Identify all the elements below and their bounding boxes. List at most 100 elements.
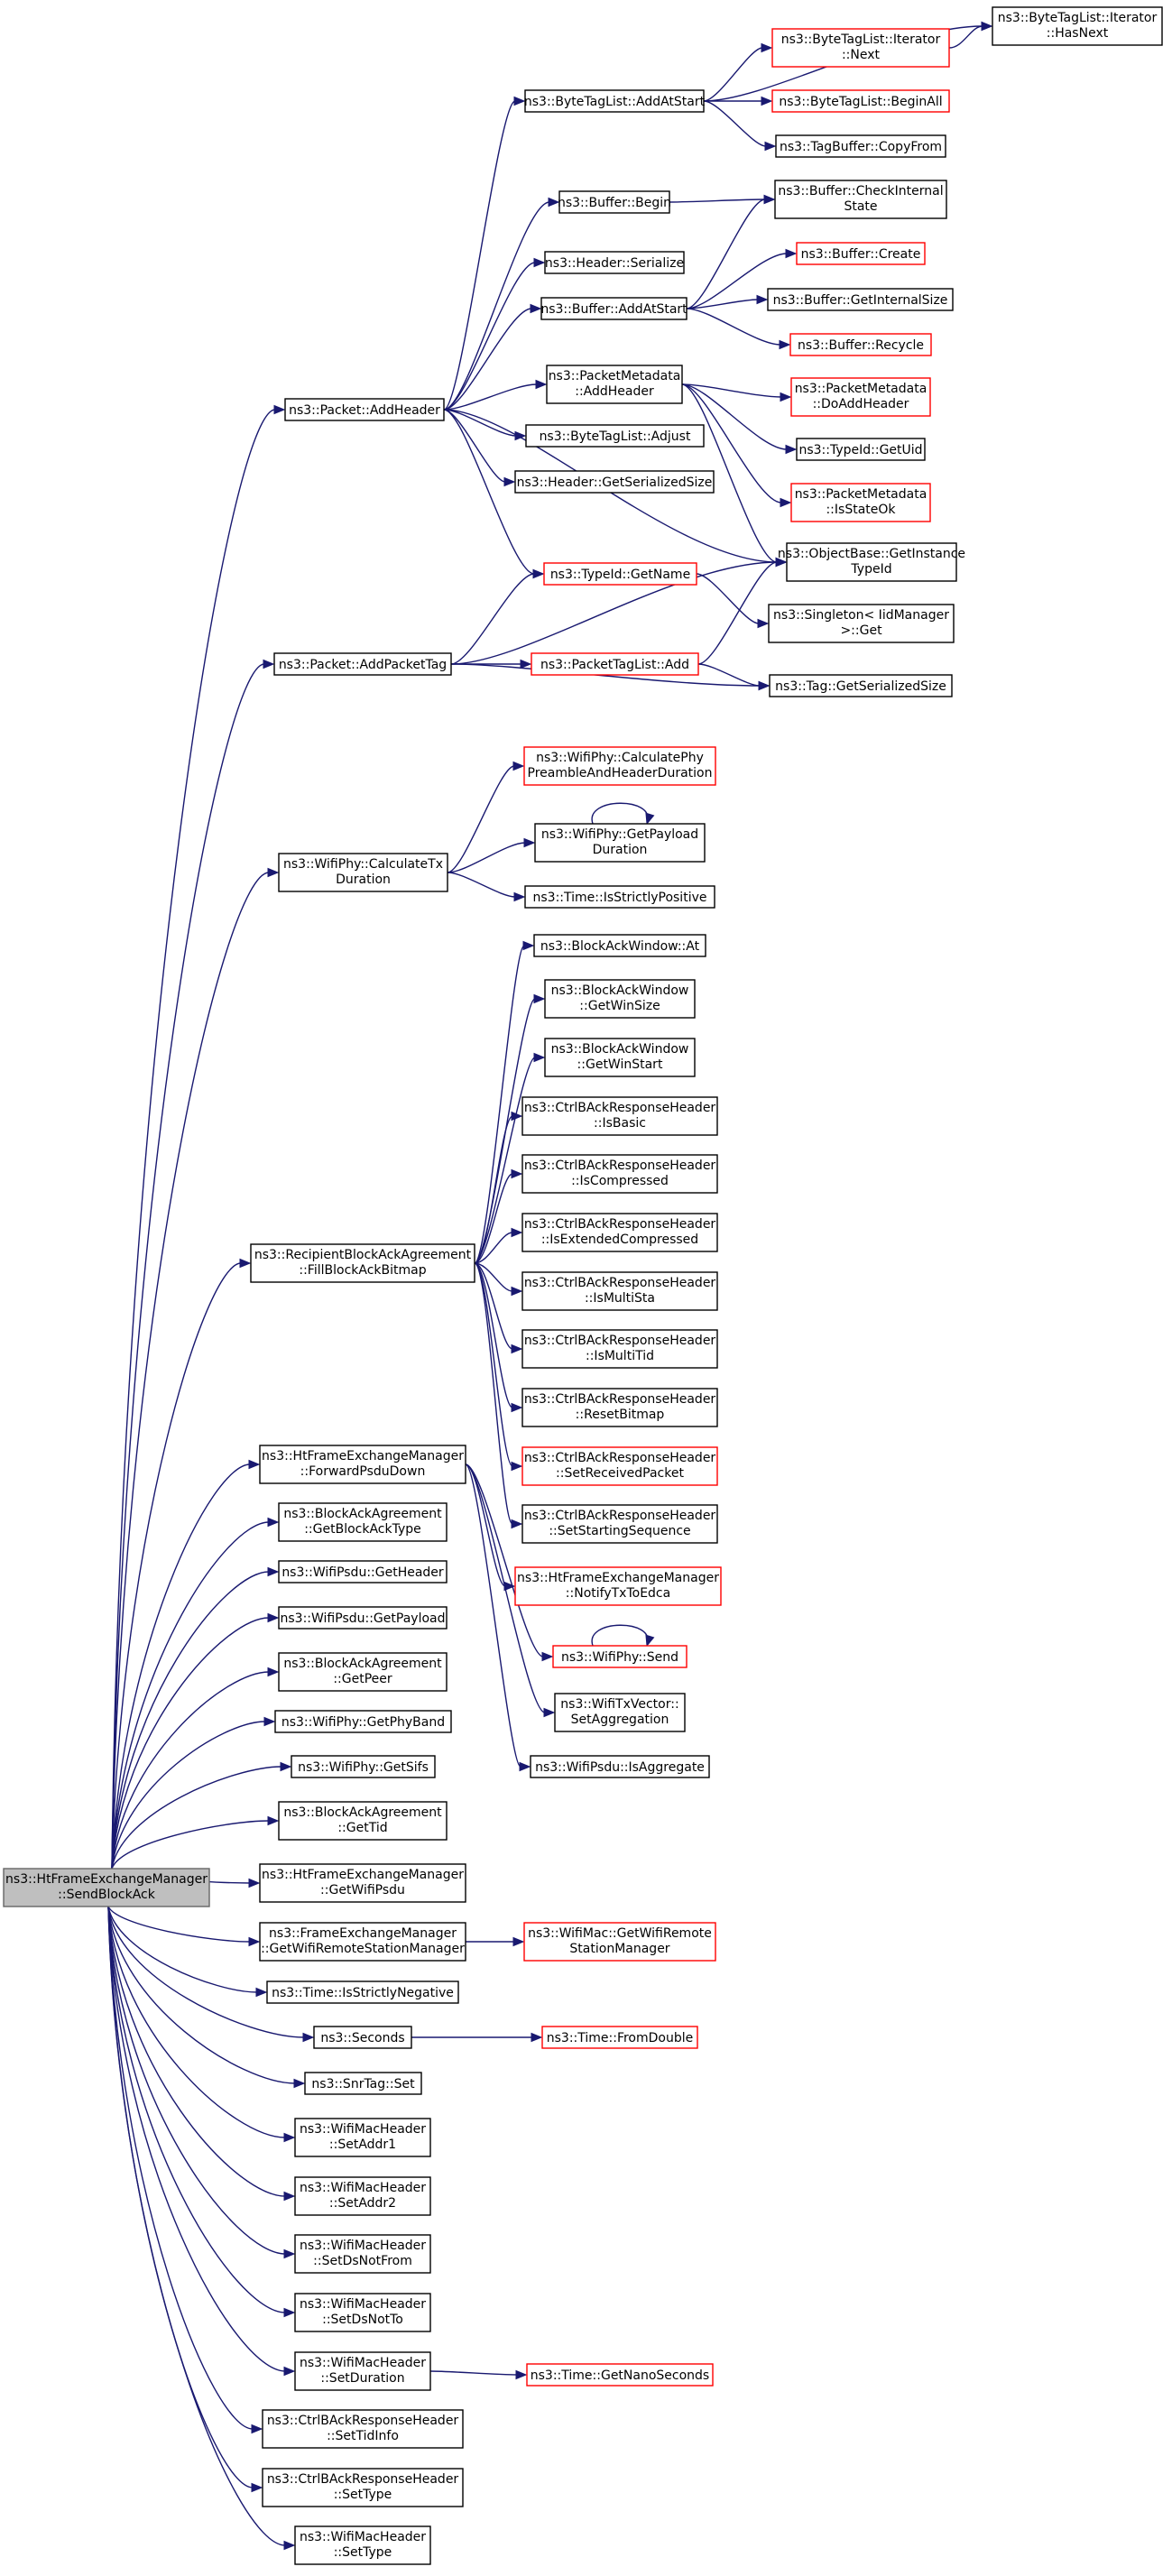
edge-arrowhead	[511, 1111, 523, 1122]
node-label: ns3::Buffer::AddAtStart	[540, 302, 688, 317]
node-iterNext[interactable]: ns3::ByteTagList::Iterator::Next	[771, 28, 950, 68]
node-label: ns3::Seconds	[320, 2031, 404, 2045]
node-bawAt[interactable]: ns3::BlockAckWindow::At	[533, 934, 706, 957]
node-isStrictlyPos[interactable]: ns3::Time::IsStrictlyPositive	[524, 885, 715, 909]
node-addPacketTag[interactable]: ns3::Packet::AddPacketTag	[273, 652, 452, 676]
edge-root-to-getSifs	[111, 1761, 292, 1870]
node-macGetRsm[interactable]: ns3::WifiMac::GetWifiRemoteStationManage…	[523, 1922, 716, 1962]
node-ptlAdd[interactable]: ns3::PacketTagList::Add	[531, 652, 699, 676]
node-label: ::SetStartingSequence	[549, 1524, 690, 1538]
node-box	[774, 180, 947, 219]
node-bawWinStart[interactable]: ns3::BlockAckWindow::GetWinStart	[544, 1038, 696, 1077]
node-box	[278, 1801, 448, 1841]
node-setTidInfo[interactable]: ns3::CtrlBAckResponseHeader::SetTidInfo	[262, 2409, 464, 2449]
node-cbResetBitmap[interactable]: ns3::CtrlBAckResponseHeader::ResetBitmap	[521, 1388, 718, 1427]
node-getBlockAckType[interactable]: ns3::BlockAckAgreement::GetBlockAckType	[278, 1502, 448, 1542]
node-cbSetRecvPacket[interactable]: ns3::CtrlBAckResponseHeader::SetReceived…	[521, 1446, 718, 1486]
edge-line	[111, 1571, 270, 1870]
node-btlBeginAll[interactable]: ns3::ByteTagList::BeginAll	[771, 89, 950, 113]
node-box	[769, 674, 953, 697]
node-label: ns3::CtrlBAckResponseHeader	[524, 1217, 716, 1232]
edge-line	[696, 573, 760, 624]
node-box	[771, 28, 950, 68]
node-getRsm[interactable]: ns3::FrameExchangeManager::GetWifiRemote…	[259, 1922, 466, 1962]
node-tagGetSerSize[interactable]: ns3::Tag::GetSerializedSize	[769, 674, 953, 697]
node-calcPreamble[interactable]: ns3::WifiPhy::CalculatePhyPreambleAndHea…	[523, 746, 716, 786]
node-hdrGetSerSize[interactable]: ns3::Header::GetSerializedSize	[514, 470, 715, 494]
node-setDsNotFrom[interactable]: ns3::WifiMacHeader::SetDsNotFrom	[294, 2234, 431, 2274]
node-psduIsAgg[interactable]: ns3::WifiPsdu::IsAggregate	[530, 1755, 710, 1778]
edge-line	[107, 1906, 286, 2546]
node-singletonGet[interactable]: ns3::Singleton< IidManager>::Get	[768, 604, 955, 643]
node-timeFromDouble[interactable]: ns3::Time::FromDouble	[541, 2026, 698, 2049]
node-seconds[interactable]: ns3::Seconds	[313, 2026, 412, 2049]
node-box	[771, 89, 950, 113]
node-cbIsMultiSta[interactable]: ns3::CtrlBAckResponseHeader::IsMultiSta	[521, 1271, 718, 1311]
node-getWifiPsdu[interactable]: ns3::HtFrameExchangeManager::GetWifiPsdu	[259, 1863, 466, 1903]
node-label: ns3::HtFrameExchangeManager	[5, 1872, 208, 1887]
node-psduGetPayload[interactable]: ns3::WifiPsdu::GetPayload	[278, 1606, 448, 1630]
node-label: ::SetType	[334, 2545, 392, 2560]
node-snrTagSet[interactable]: ns3::SnrTag::Set	[304, 2072, 422, 2095]
node-cbIsMultiTid[interactable]: ns3::CtrlBAckResponseHeader::IsMultiTid	[521, 1329, 718, 1369]
edge-arrowhead	[511, 1402, 523, 1413]
node-getPhyBand[interactable]: ns3::WifiPhy::GetPhyBand	[274, 1710, 452, 1733]
node-iterHasNext[interactable]: ns3::ByteTagList::Iterator::HasNext	[992, 6, 1163, 46]
edge-arrowhead	[763, 194, 776, 205]
node-ctrlSetType[interactable]: ns3::CtrlBAckResponseHeader::SetType	[262, 2468, 464, 2507]
node-getPeer[interactable]: ns3::BlockAckAgreement::GetPeer	[278, 1652, 448, 1692]
node-bufBegin[interactable]: ns3::Buffer::Begin	[558, 190, 671, 214]
node-getTid[interactable]: ns3::BlockAckAgreement::GetTid	[278, 1801, 448, 1841]
node-forwardPsdu[interactable]: ns3::HtFrameExchangeManager::ForwardPsdu…	[259, 1445, 466, 1484]
node-addHeader[interactable]: ns3::Packet::AddHeader	[284, 398, 445, 421]
node-bufRecycle[interactable]: ns3::Buffer::Recycle	[789, 333, 932, 356]
node-bufCreate[interactable]: ns3::Buffer::Create	[796, 242, 926, 265]
node-btlAddAtStart[interactable]: ns3::ByteTagList::AddAtStart	[524, 89, 706, 113]
node-pmDoAddHeader[interactable]: ns3::PacketMetadata::DoAddHeader	[790, 377, 931, 417]
node-fillBitmap[interactable]: ns3::RecipientBlockAckAgreement::FillBlo…	[250, 1243, 475, 1283]
node-timeGetNano[interactable]: ns3::Time::GetNanoSeconds	[526, 2363, 714, 2387]
node-tagBufCopyFrom[interactable]: ns3::TagBuffer::CopyFrom	[775, 134, 946, 158]
edge-addHeader-to-btlAddAtStart	[443, 96, 526, 411]
node-macSetType[interactable]: ns3::WifiMacHeader::SetType	[294, 2525, 431, 2565]
node-setAddr2[interactable]: ns3::WifiMacHeader::SetAddr2	[294, 2176, 431, 2216]
node-label: ns3::WifiMacHeader	[300, 2356, 426, 2370]
node-getSifs[interactable]: ns3::WifiPhy::GetSifs	[291, 1755, 436, 1778]
edge-fillBitmap-to-cbSetRecvPacket	[474, 1262, 523, 1472]
edge-arrowhead	[267, 1517, 280, 1528]
node-typeIdGetUid[interactable]: ns3::TypeId::GetUid	[796, 438, 926, 461]
node-bufGetInternalSize[interactable]: ns3::Buffer::GetInternalSize	[767, 288, 954, 311]
node-label: ns3::PacketTagList::Add	[540, 658, 689, 672]
node-cbIsExtComp[interactable]: ns3::CtrlBAckResponseHeader::IsExtendedC…	[521, 1213, 718, 1252]
node-btlAdjust[interactable]: ns3::ByteTagList::Adjust	[525, 424, 705, 448]
node-typeIdGetName[interactable]: ns3::TypeId::GetName	[543, 562, 697, 586]
node-pmAddHeader[interactable]: ns3::PacketMetadata::AddHeader	[546, 365, 683, 404]
node-root[interactable]: ns3::HtFrameExchangeManager::SendBlockAc…	[3, 1868, 210, 1907]
node-isStrictlyNeg[interactable]: ns3::Time::IsStrictlyNegative	[266, 1980, 459, 2004]
node-bawWinSize[interactable]: ns3::BlockAckWindow::GetWinSize	[544, 979, 696, 1019]
node-setDuration[interactable]: ns3::WifiMacHeader::SetDuration	[294, 2351, 431, 2391]
node-cbIsBasic[interactable]: ns3::CtrlBAckResponseHeader::IsBasic	[521, 1096, 718, 1136]
node-notifyTxToEdca[interactable]: ns3::HtFrameExchangeManager::NotifyTxToE…	[514, 1566, 722, 1606]
node-setAddr1[interactable]: ns3::WifiMacHeader::SetAddr1	[294, 2118, 431, 2157]
node-box	[273, 652, 452, 676]
node-psduGetHeader[interactable]: ns3::WifiPsdu::GetHeader	[278, 1560, 448, 1583]
node-setDsNotTo[interactable]: ns3::WifiMacHeader::SetDsNotTo	[294, 2293, 431, 2332]
node-cbIsCompressed[interactable]: ns3::CtrlBAckResponseHeader::IsCompresse…	[521, 1154, 718, 1194]
node-bufAddAtStart[interactable]: ns3::Buffer::AddAtStart	[540, 297, 688, 320]
edge-arrowhead	[535, 379, 548, 390]
node-cbSetStartSeq[interactable]: ns3::CtrlBAckResponseHeader::SetStarting…	[521, 1504, 718, 1544]
edge-bufAddAtStart-to-bufRecycle	[686, 308, 791, 350]
node-label: ns3::CtrlBAckResponseHeader	[524, 1276, 716, 1290]
node-hdrSerialize[interactable]: ns3::Header::Serialize	[544, 251, 685, 274]
node-phySend[interactable]: ns3::WifiPhy::Send	[552, 1645, 688, 1668]
edge-forwardPsdu-to-phySend	[465, 1463, 554, 1662]
node-label: ns3::HtFrameExchangeManager	[262, 1449, 464, 1463]
node-label: ns3::WifiPsdu::GetHeader	[281, 1565, 444, 1580]
node-pmIsStateOk[interactable]: ns3::PacketMetadata::IsStateOk	[790, 483, 931, 522]
node-txvSetAgg[interactable]: ns3::WifiTxVector::SetAggregation	[554, 1693, 686, 1732]
